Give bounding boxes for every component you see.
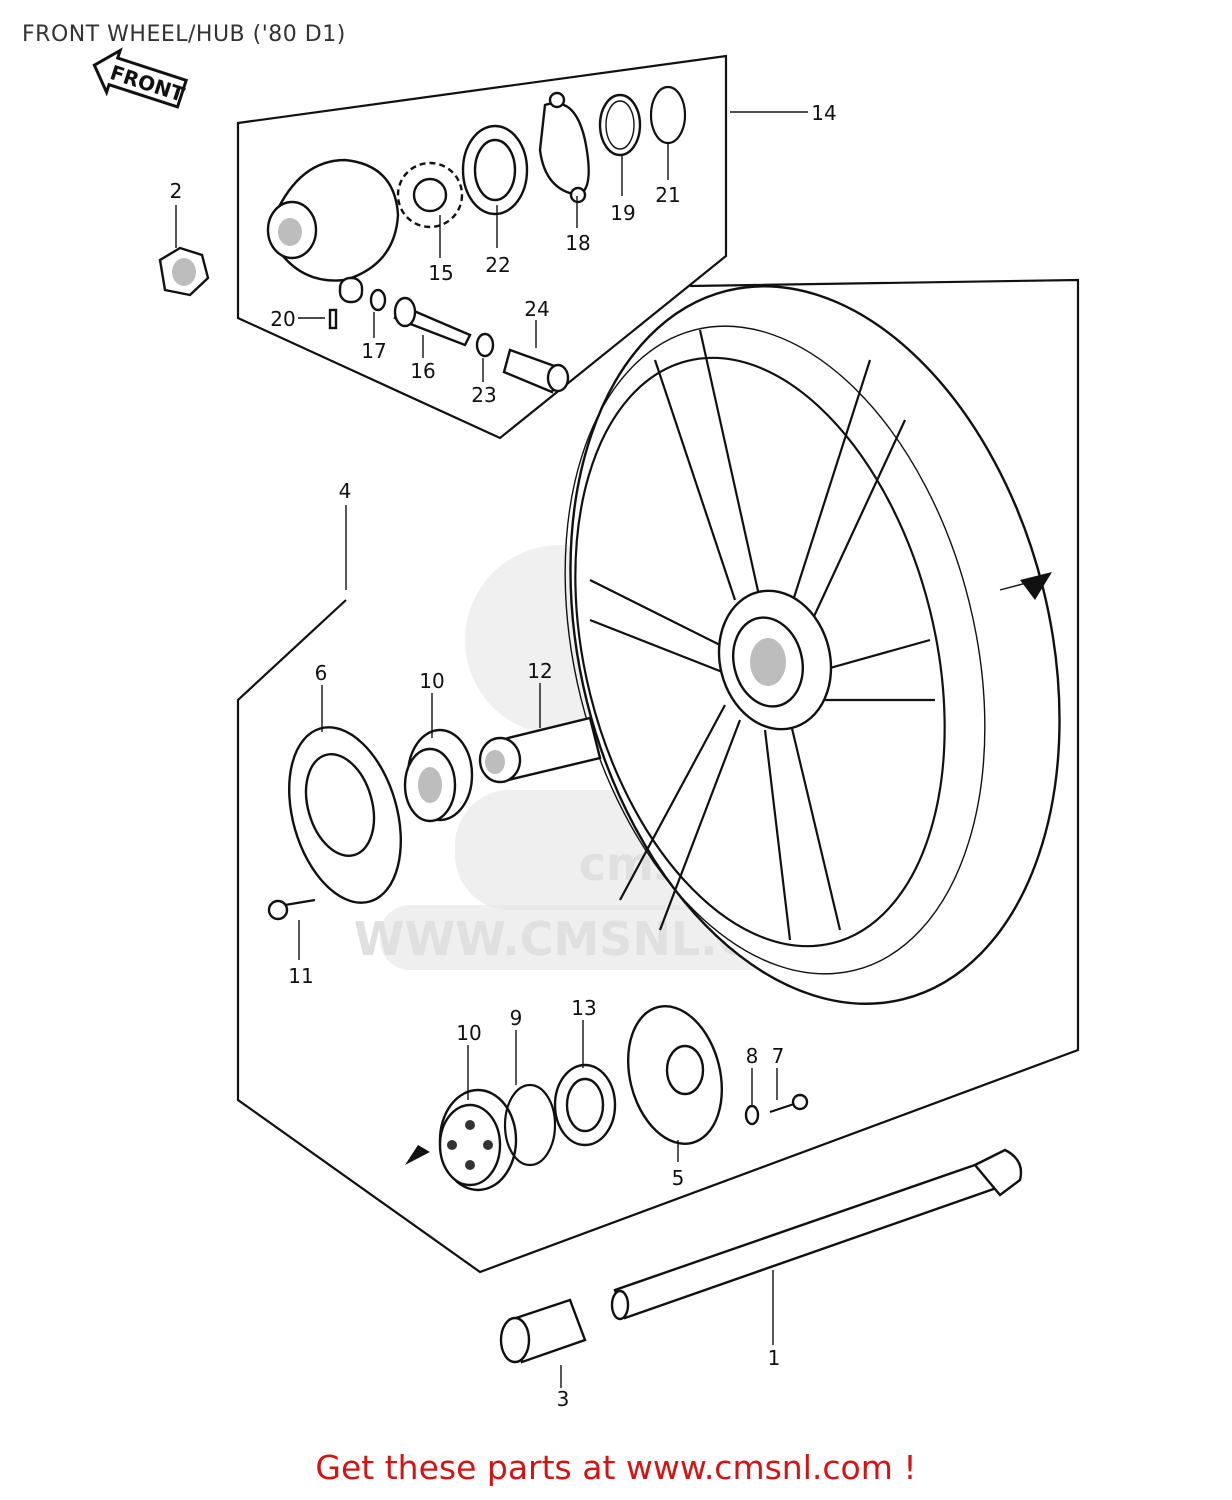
callout-10-lower: 10 [456, 1021, 481, 1045]
direction-arrow [405, 1145, 430, 1165]
footer-promo-link[interactable]: Get these parts at www.cmsnl.com ! [315, 1448, 917, 1487]
callout-6: 6 [315, 661, 328, 685]
bolt [267, 898, 316, 921]
callout-17: 17 [361, 339, 386, 363]
pin [328, 308, 338, 330]
ball-bearing-left [403, 728, 474, 823]
oil-seal [461, 124, 529, 216]
cover-screw [769, 1093, 809, 1114]
callout-19: 19 [610, 201, 635, 225]
callout-8: 8 [746, 1044, 759, 1068]
circlip [649, 85, 687, 145]
hub-cover-left [287, 726, 403, 904]
thrust-washer [475, 332, 495, 358]
small-washer [369, 288, 387, 312]
axle-nut [158, 246, 210, 297]
callout-9: 9 [510, 1006, 523, 1030]
callout-11: 11 [288, 964, 313, 988]
speedometer-drive-plate [538, 91, 590, 204]
callout-23: 23 [471, 383, 496, 407]
callout-22: 22 [485, 253, 510, 277]
callout-21: 21 [655, 183, 680, 207]
speedometer-drive-gear [396, 161, 464, 229]
cast-wheel [564, 285, 1061, 1005]
callout-13: 13 [571, 996, 596, 1020]
diagram-title: FRONT WHEEL/HUB ('80 D1) [22, 22, 346, 47]
lock-washer [744, 1104, 760, 1126]
callout-1: 1 [768, 1346, 781, 1370]
callout-15: 15 [428, 261, 453, 285]
callout-12: 12 [527, 659, 552, 683]
washer [598, 93, 642, 157]
distance-collar [478, 716, 602, 784]
speedometer-gear-group-outline [236, 54, 728, 440]
front-direction-arrow: FRONT [92, 47, 189, 109]
pinion-gear [393, 296, 472, 347]
grease-seal [553, 1063, 617, 1147]
callout-2: 2 [170, 179, 183, 203]
leader-lines [175, 111, 808, 1388]
wheel-group-outline [236, 278, 1080, 1274]
callout-7: 7 [772, 1044, 785, 1068]
hub-cover-right [626, 1005, 724, 1145]
callout-4: 4 [339, 479, 352, 503]
bushing [502, 348, 570, 394]
callout-14: 14 [811, 101, 836, 125]
front-axle [610, 1148, 1023, 1321]
speedometer-gearbox [266, 158, 400, 304]
callout-5: 5 [672, 1166, 685, 1190]
axle-collar [499, 1298, 587, 1364]
callout-18: 18 [565, 231, 590, 255]
callout-24: 24 [524, 297, 549, 321]
callout-3: 3 [557, 1387, 570, 1411]
ball-bearing-right [438, 1088, 518, 1192]
retaining-ring [503, 1083, 557, 1167]
callout-10-upper: 10 [419, 669, 444, 693]
callout-16: 16 [410, 359, 435, 383]
callout-20: 20 [270, 307, 295, 331]
